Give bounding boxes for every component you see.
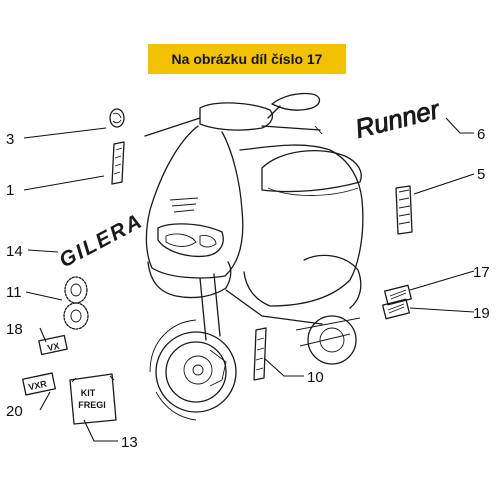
part-13-kit-package: KIT FREGI — [69, 373, 117, 425]
part-6-runner-decal: Runner — [352, 93, 444, 144]
part-number-banner: Na obrázku díl číslo 17 — [148, 44, 346, 74]
part-18-vx-tag: VX — [38, 334, 68, 356]
part-1-strip — [111, 141, 125, 185]
callout-5: 5 — [477, 166, 485, 183]
runner-lettering: Runner — [352, 94, 443, 144]
scooter-illustration — [144, 92, 364, 421]
callout-17: 17 — [473, 264, 490, 281]
part-20-vxr-tag: VXR — [22, 372, 56, 396]
callout-11: 11 — [6, 284, 22, 301]
callout-18: 18 — [6, 321, 23, 338]
part-14-gilera-decal: GILERA — [56, 209, 147, 272]
callout-20: 20 — [6, 403, 23, 420]
decal-parts: GILERA VX VXR KIT — [22, 93, 444, 425]
leader-lines — [23, 117, 475, 442]
callout-10: 10 — [307, 369, 324, 386]
vxr-tag-text: VXR — [27, 378, 48, 392]
callout-3: 3 — [6, 131, 14, 148]
part-17-badge — [384, 284, 412, 306]
part-19-badge — [382, 298, 410, 320]
part-11-emblem — [63, 276, 89, 330]
kit-label-line1: KIT — [81, 388, 96, 398]
part-10-strip — [253, 327, 267, 381]
kit-label-line2: FREGI — [78, 400, 106, 410]
part-5-strip — [395, 185, 413, 235]
callout-14: 14 — [6, 243, 23, 260]
part-3-badge — [109, 108, 125, 128]
callout-6: 6 — [477, 126, 485, 143]
vx-tag-text: VX — [47, 341, 61, 353]
callout-1: 1 — [6, 182, 14, 199]
gilera-lettering: GILERA — [56, 209, 147, 272]
callout-19: 19 — [473, 305, 490, 322]
callout-numbers: 3 1 14 11 18 20 13 10 6 5 17 19 — [6, 126, 490, 451]
callout-13: 13 — [121, 434, 138, 451]
